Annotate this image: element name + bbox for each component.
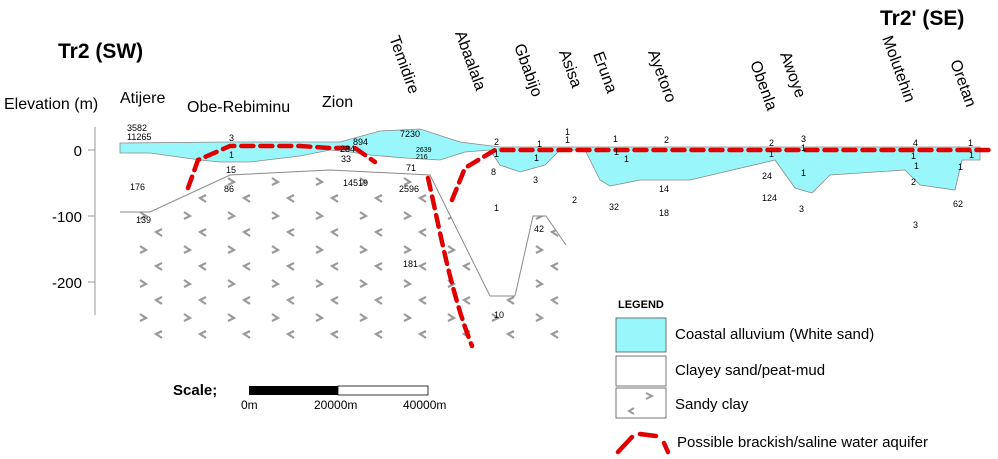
legend-swatch-saline-line <box>615 431 671 455</box>
value-label: 2 <box>494 137 499 147</box>
value-label: 1 <box>968 138 973 148</box>
legend-title: LEGEND <box>618 299 664 311</box>
location-molutehin: Molutehin <box>878 34 918 105</box>
value-label: 2 <box>769 138 774 148</box>
value-label: 2 <box>664 135 669 145</box>
value-label: 7230 <box>400 129 420 139</box>
sandy-clay-region <box>120 170 566 345</box>
value-label: 3 <box>229 133 234 143</box>
legend-swatch-alluvium <box>615 317 667 353</box>
scale-bar-black <box>249 386 338 395</box>
value-label: 1 <box>614 147 619 157</box>
value-label: 1 <box>914 161 919 171</box>
value-label: 14 <box>659 184 669 194</box>
value-label: 284 <box>340 144 355 154</box>
value-label: 1 <box>494 149 499 159</box>
value-label: 3 <box>801 134 806 144</box>
value-label: 4 <box>913 138 918 148</box>
value-label: 10 <box>494 310 504 320</box>
value-label: 1 <box>565 135 570 145</box>
value-label: 86 <box>224 184 234 194</box>
value-label: 181 <box>403 259 418 269</box>
scale-tick-40000: 40000m <box>403 398 446 412</box>
value-label: 2639 <box>416 147 432 154</box>
value-label: 1 <box>769 149 774 159</box>
location-awoye: Awoye <box>776 50 808 101</box>
scale-tick-20000: 20000m <box>314 398 357 412</box>
saline-aquifer-line <box>185 143 993 349</box>
sandy-clay-symbol <box>645 392 655 400</box>
value-label: 14519 <box>343 178 368 188</box>
legend-label-sandy-clay: Sandy clay <box>675 396 749 413</box>
legend: LEGEND Coastal alluvium (White sand) Cla… <box>615 299 928 455</box>
value-label: 18 <box>659 208 669 218</box>
title-left: Tr2 (SW) <box>58 40 143 63</box>
value-label: 71 <box>406 163 416 173</box>
sandy-clay-symbol <box>627 407 635 415</box>
y-axis-label: Elevation (m) <box>4 96 98 113</box>
value-label: 11265 <box>127 132 151 142</box>
legend-swatch-sandy-clay <box>615 387 667 419</box>
value-label: 3 <box>913 220 918 230</box>
value-label: 1 <box>534 153 539 163</box>
value-label: 2 <box>572 195 577 205</box>
value-label: 216 <box>416 154 428 161</box>
value-label: 1 <box>624 154 629 164</box>
value-label: 1 <box>969 150 974 160</box>
location-asisa: Asisa <box>555 48 584 91</box>
location-oretan: Oretan <box>946 58 979 110</box>
legend-label-clayey-sand: Clayey sand/peat-mud <box>675 362 825 379</box>
value-label: 1 <box>229 150 234 160</box>
value-label: 3 <box>533 175 538 185</box>
value-label: 1 <box>801 143 806 153</box>
legend-label-alluvium: Coastal alluvium (White sand) <box>675 326 874 343</box>
location-zion: Zion <box>322 94 353 111</box>
value-label: 3 <box>799 204 804 214</box>
value-label: 33 <box>341 154 351 164</box>
location-obe-rebiminu: Obe-Rebiminu <box>187 99 290 116</box>
value-label: 894 <box>353 137 368 147</box>
value-label: 42 <box>534 224 544 234</box>
clay-boundary-line <box>120 169 567 297</box>
location-eruna: Eruna <box>589 50 620 96</box>
location-atijere: Atijere <box>120 90 165 107</box>
y-tick-label-100: -100 <box>52 209 82 226</box>
value-label: 1 <box>494 203 499 213</box>
coastal-alluvium-layer <box>119 128 981 194</box>
value-label: 1 <box>613 134 618 144</box>
title-right: Tr2' (SE) <box>880 7 964 30</box>
scale-label: Scale; <box>173 382 217 399</box>
value-label: 15 <box>226 165 236 175</box>
scale-bar-white <box>337 385 429 396</box>
legend-swatch-clayey-sand <box>615 355 667 387</box>
value-label: 8 <box>491 167 496 177</box>
scale-tick-0: 0m <box>241 398 258 412</box>
value-label: 2 <box>911 177 916 187</box>
location-gbabijo: Gbabijo <box>510 42 545 100</box>
value-label: 139 <box>136 215 151 225</box>
value-label: 32 <box>609 202 619 212</box>
value-label: 24 <box>762 171 772 181</box>
resistivity-values: 3582 11265 176 139 3 1 15 86 284 894 33 … <box>127 123 974 320</box>
value-label: 1 <box>911 151 916 161</box>
value-label: 1 <box>958 162 963 172</box>
value-label: 62 <box>953 199 963 209</box>
value-label: 1 <box>537 139 542 149</box>
value-label: 1 <box>565 127 570 137</box>
value-label: 2596 <box>399 184 419 194</box>
legend-label-saline: Possible brackish/saline water aquifer <box>677 434 928 451</box>
value-label: 3582 <box>127 123 147 133</box>
location-obenla: Obenla <box>746 59 780 113</box>
value-label: 1 <box>801 168 806 178</box>
y-tick-label-0: 0 <box>74 143 82 160</box>
y-tick-label-200: -200 <box>52 275 82 292</box>
location-abaalala: Abaalala <box>451 29 488 93</box>
location-ayetoro: Ayetoro <box>644 48 679 105</box>
location-temidire: Temidire <box>385 34 422 97</box>
value-label: 124 <box>762 193 777 203</box>
value-label: 176 <box>130 182 145 192</box>
